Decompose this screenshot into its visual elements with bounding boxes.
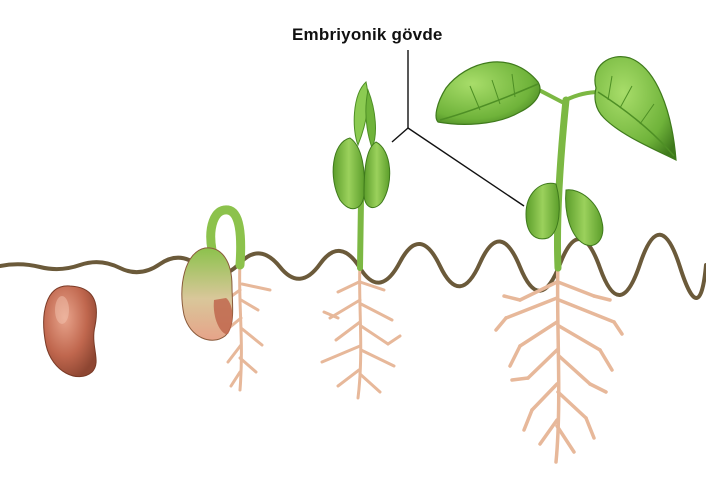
cotyledon-left-stage-4 [526,183,559,239]
stage-1-seed [44,286,97,377]
stage-3-seedling [322,82,400,398]
cotyledon-right-stage-4 [566,190,603,246]
embryonic-stem-label: Embriyonik gövde [292,25,443,45]
stem-stage-3 [360,200,361,268]
stem-stage-4 [557,100,566,268]
cotyledon-right [364,142,390,208]
cotyledon-left [333,138,364,209]
true-leaf-left [436,62,540,124]
soil-line [0,235,706,298]
stage-2-germination [182,210,270,390]
bean-seed [44,286,97,377]
roots-stage-3 [322,262,400,398]
roots-stage-4 [496,262,622,462]
